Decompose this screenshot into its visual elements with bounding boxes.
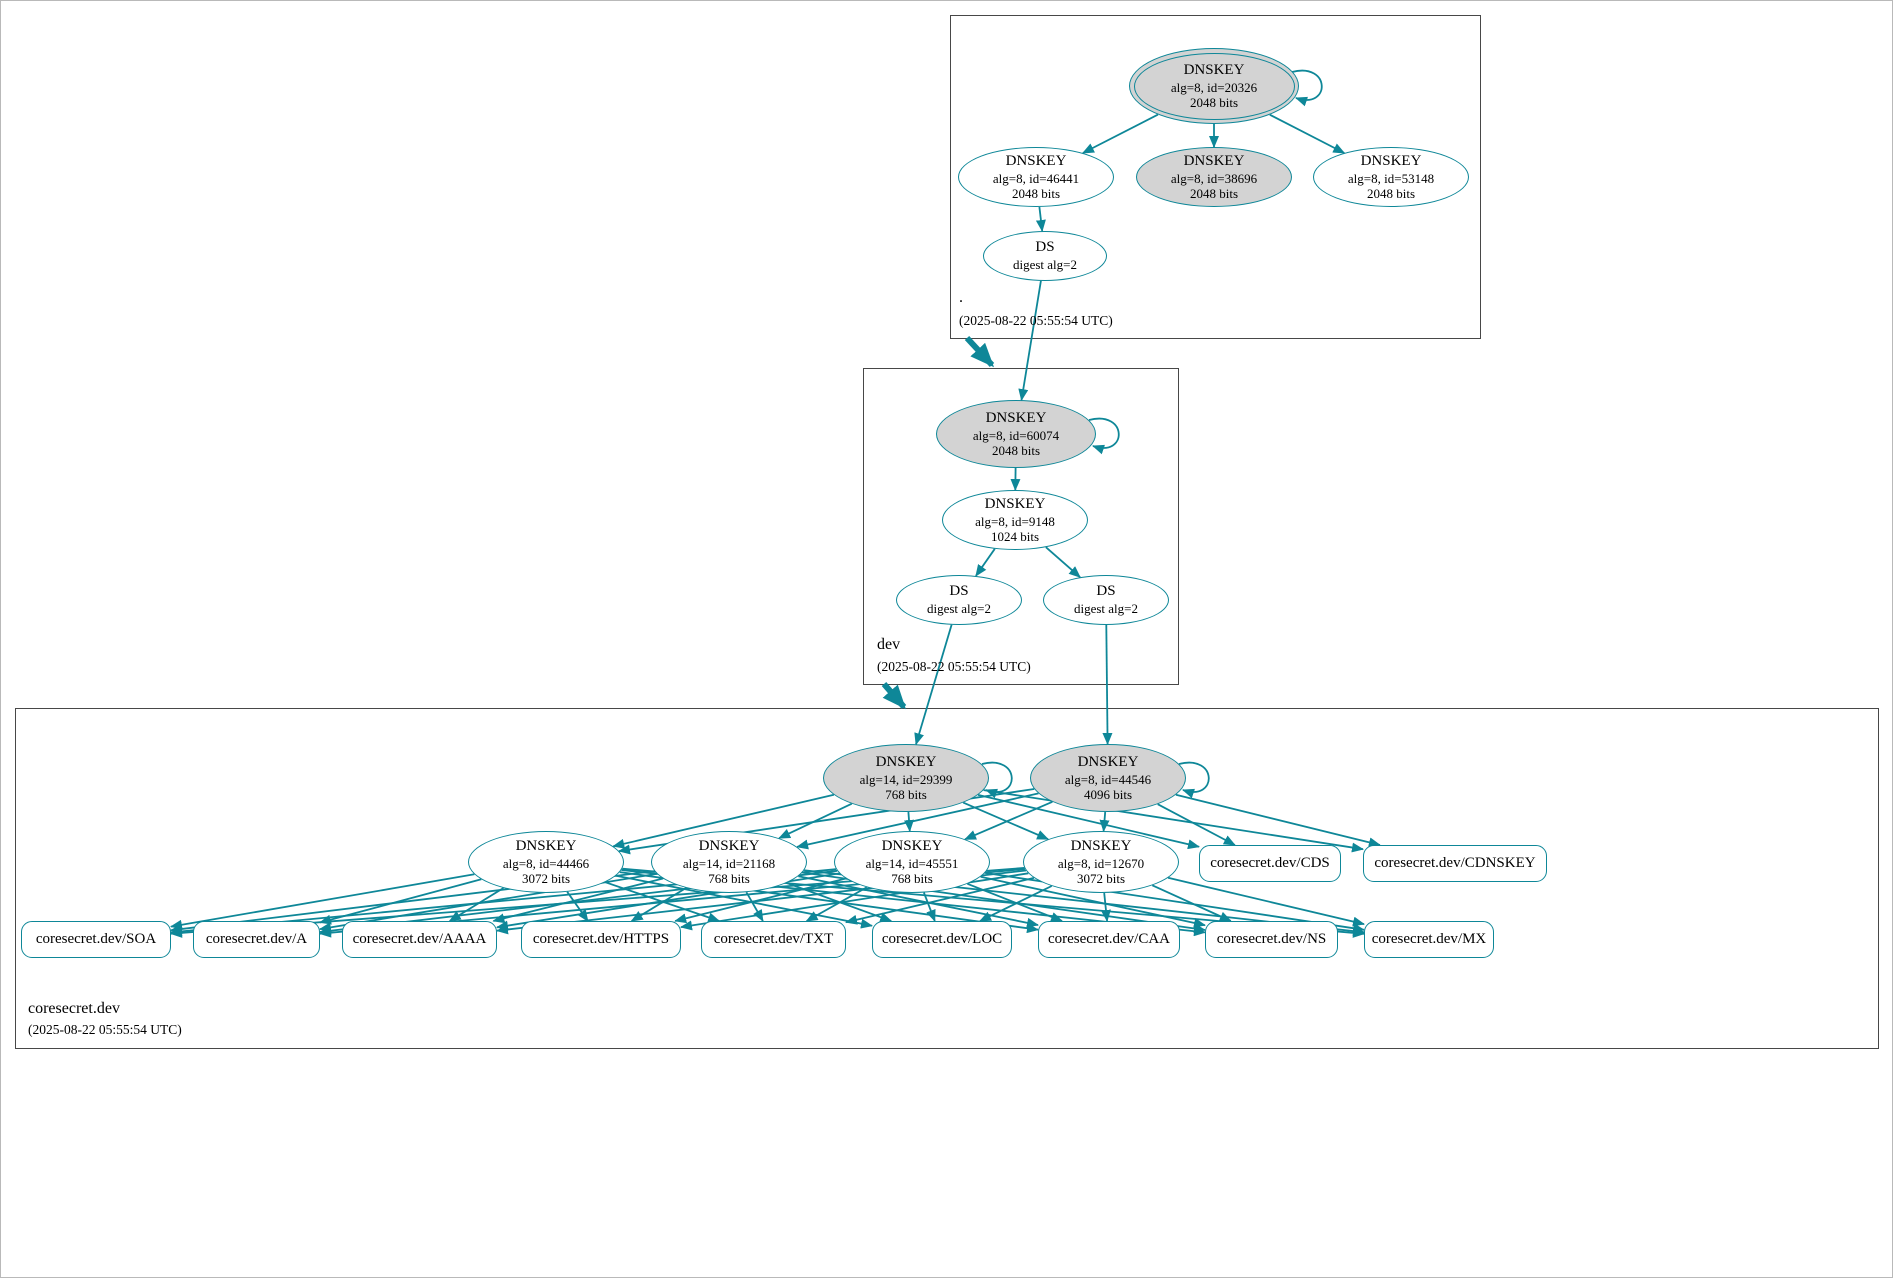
node-bits: 2048 bits [1011,185,1061,201]
node-title: DNSKEY [985,409,1047,426]
node-detail: alg=8, id=9148 [975,513,1055,529]
node-title: DNSKEY [1077,753,1139,770]
rrset-coresecret-dev-soa: coresecret.dev/SOA [21,921,171,958]
node-detail: alg=8, id=60074 [972,427,1060,443]
dnskey-node-44466: DNSKEY alg=8, id=44466 3072 bits [468,831,624,893]
zone-timestamp-coresecret-dev: (2025-08-22 05:55:54 UTC) [28,1022,182,1037]
dnskey-node-60074: DNSKEY alg=8, id=60074 2048 bits [936,400,1096,468]
node-bits: 2048 bits [1366,185,1416,201]
rrset-label: coresecret.dev/MX [1371,931,1487,947]
node-title: DNSKEY [698,837,760,854]
zone-timestamp-dev: (2025-08-22 05:55:54 UTC) [877,659,1031,674]
ds-node-dev-2: DS digest alg=2 [1043,575,1169,625]
node-title: DNSKEY [875,753,937,770]
node-detail: alg=14, id=29399 [859,771,953,787]
node-bits: 768 bits [708,870,750,886]
rrset-label: coresecret.dev/NS [1216,931,1327,947]
rrset-coresecret-dev-a: coresecret.dev/A [193,921,320,958]
node-bits: 3072 bits [1076,870,1126,886]
rrset-label: coresecret.dev/CDS [1210,855,1330,871]
dnskey-node-44546: DNSKEY alg=8, id=44546 4096 bits [1030,744,1186,812]
node-title: DNSKEY [1070,837,1132,854]
rrset-label: coresecret.dev/CAA [1047,931,1171,947]
ds-node-dev-1: DS digest alg=2 [896,575,1022,625]
rrset-coresecret-dev-txt: coresecret.dev/TXT [701,921,846,958]
rrset-label: coresecret.dev/SOA [35,931,157,947]
node-detail: digest alg=2 [1073,601,1139,617]
zone-timestamp-root: (2025-08-22 05:55:54 UTC) [959,313,1113,328]
rrset-coresecret-dev-https: coresecret.dev/HTTPS [521,921,681,958]
node-detail: alg=8, id=44546 [1064,771,1152,787]
rrset-label: coresecret.dev/CDNSKEY [1374,855,1536,871]
rrset-label: coresecret.dev/LOC [881,931,1003,947]
rrset-coresecret-dev-aaaa: coresecret.dev/AAAA [342,921,497,958]
zone-box-root [950,15,1481,339]
rrset-label: coresecret.dev/A [205,931,308,947]
dnskey-node-46441: DNSKEY alg=8, id=46441 2048 bits [958,147,1114,207]
node-detail: alg=8, id=44466 [502,855,590,871]
dnskey-node-12670: DNSKEY alg=8, id=12670 3072 bits [1023,831,1179,893]
node-bits: 2048 bits [991,442,1041,458]
node-bits: 768 bits [885,786,927,802]
dnskey-node-53148: DNSKEY alg=8, id=53148 2048 bits [1313,147,1469,207]
node-detail: alg=8, id=38696 [1170,170,1258,186]
rrset-coresecret-dev-ns: coresecret.dev/NS [1205,921,1338,958]
dnskey-node-20326: DNSKEY alg=8, id=20326 2048 bits [1129,48,1299,124]
zone-box-coresecret-dev [15,708,1879,1049]
node-title: DNSKEY [515,837,577,854]
zone-box-dev [863,368,1179,685]
node-bits: 3072 bits [521,870,571,886]
zone-label-dev: dev [877,636,901,653]
node-bits: 768 bits [891,870,933,886]
node-detail: digest alg=2 [1012,257,1078,273]
dnskey-node-29399: DNSKEY alg=14, id=29399 768 bits [823,744,989,812]
rrset-label: coresecret.dev/HTTPS [532,931,670,947]
ds-node-root: DS digest alg=2 [983,231,1107,281]
dnskey-node-38696: DNSKEY alg=8, id=38696 2048 bits [1136,147,1292,207]
node-detail: alg=8, id=12670 [1057,855,1145,871]
rrset-label: coresecret.dev/TXT [713,931,834,947]
rrset-coresecret-dev-mx: coresecret.dev/MX [1364,921,1494,958]
dnskey-node-9148: DNSKEY alg=8, id=9148 1024 bits [942,490,1088,550]
node-title: DNSKEY [984,495,1046,512]
rrset-coresecret-dev-caa: coresecret.dev/CAA [1038,921,1180,958]
rrset-label: coresecret.dev/AAAA [352,931,487,947]
node-title: DNSKEY [1183,152,1245,169]
node-detail: alg=14, id=45551 [865,855,959,871]
node-bits: 2048 bits [1189,185,1239,201]
node-title: DS [1096,583,1116,600]
node-bits: 4096 bits [1083,786,1133,802]
node-detail: alg=14, id=21168 [682,855,776,871]
node-detail: alg=8, id=46441 [992,170,1080,186]
rrset-coresecret-dev-cds: coresecret.dev/CDS [1199,845,1341,882]
rrset-coresecret-dev-cdnskey: coresecret.dev/CDNSKEY [1363,845,1547,882]
zone-label-root: . [959,289,963,306]
node-title: DNSKEY [881,837,943,854]
node-bits: 2048 bits [1189,94,1239,110]
node-title: DNSKEY [1183,61,1245,78]
node-title: DS [949,583,969,600]
node-detail: alg=8, id=20326 [1170,79,1258,95]
zone-label-coresecret-dev: coresecret.dev [28,1000,120,1017]
dnskey-node-45551: DNSKEY alg=14, id=45551 768 bits [834,831,990,893]
node-detail: alg=8, id=53148 [1347,170,1435,186]
node-detail: digest alg=2 [926,601,992,617]
node-bits: 1024 bits [990,528,1040,544]
node-title: DS [1035,239,1055,256]
dnskey-node-21168: DNSKEY alg=14, id=21168 768 bits [651,831,807,893]
node-title: DNSKEY [1005,152,1067,169]
rrset-coresecret-dev-loc: coresecret.dev/LOC [872,921,1012,958]
node-title: DNSKEY [1360,152,1422,169]
